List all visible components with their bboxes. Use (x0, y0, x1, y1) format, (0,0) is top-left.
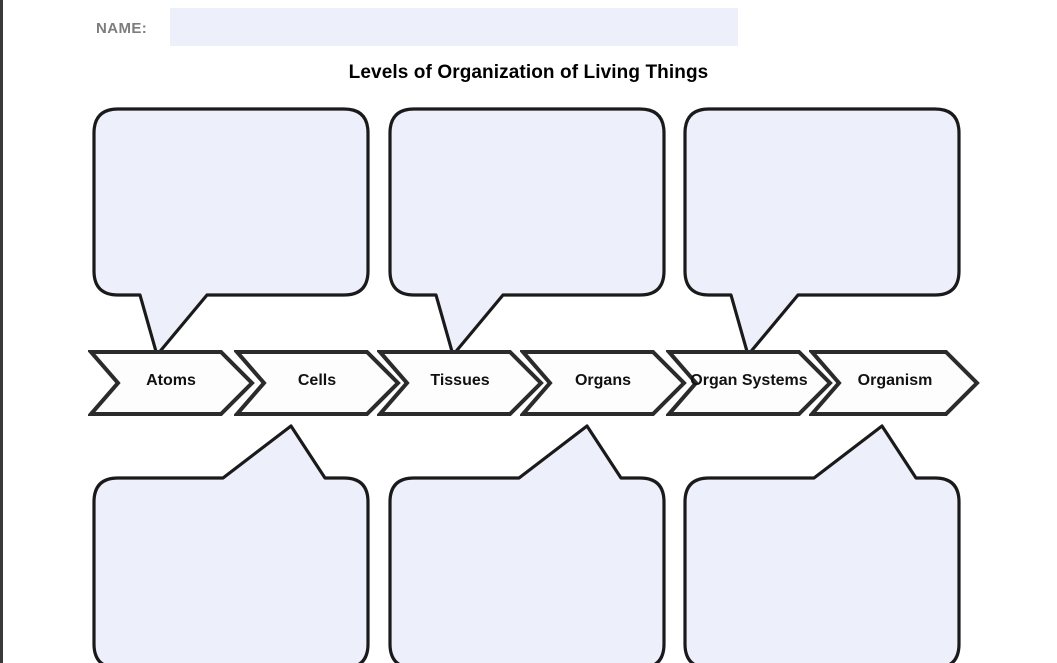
name-label: NAME: (96, 20, 148, 37)
page-title: Levels of Organization of Living Things (348, 62, 709, 83)
bottom-callout-1[interactable] (90, 422, 372, 663)
left-edge-bar (0, 0, 3, 663)
top-callout-3[interactable] (681, 105, 963, 360)
bottom-callout-2-text (396, 484, 658, 662)
name-row: NAME: (96, 8, 756, 48)
name-input[interactable] (170, 8, 738, 46)
top-callout-1[interactable] (90, 105, 372, 360)
top-callout-3-text (691, 115, 953, 291)
process-flow-row: Atoms Cells Tissues Organs Organ Systems (88, 348, 983, 420)
flow-step-organism[interactable]: Organism (809, 348, 981, 418)
top-callout-2[interactable] (386, 105, 668, 360)
bottom-callout-1-text (100, 484, 362, 662)
bottom-callout-2[interactable] (386, 422, 668, 663)
flow-step-atoms[interactable]: Atoms (88, 348, 256, 418)
flow-step-organs[interactable]: Organs (520, 348, 688, 418)
top-callout-2-text (396, 115, 658, 291)
bottom-callout-3-text (691, 484, 953, 662)
top-callout-1-text (100, 115, 362, 291)
bottom-callout-3[interactable] (681, 422, 963, 663)
